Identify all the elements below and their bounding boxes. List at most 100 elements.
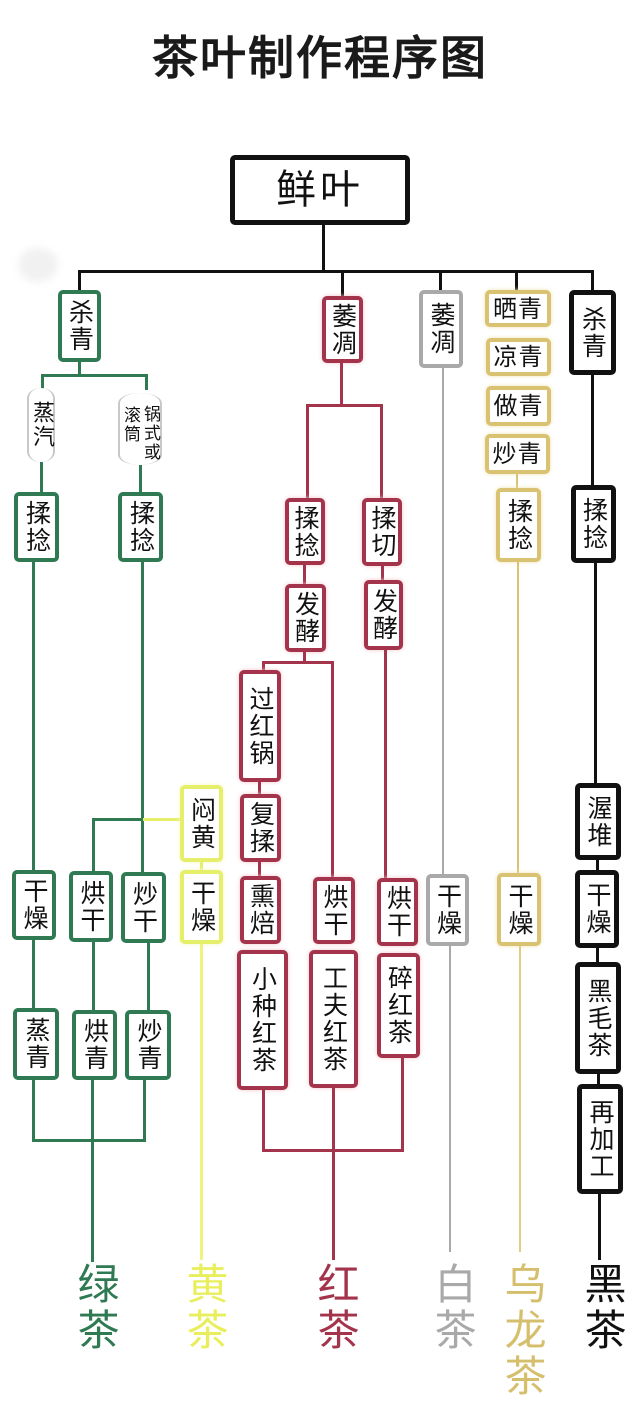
- step-label: 烘干: [383, 885, 413, 939]
- step-label: 炒青: [134, 1018, 163, 1072]
- green-chaoqing-box: 炒青: [125, 1010, 171, 1080]
- connector-line: [40, 462, 43, 494]
- yellow-ganzao-box: 干燥: [180, 870, 223, 944]
- connector-line: [200, 862, 203, 872]
- oolong-zuoqing-box: 做青: [486, 386, 551, 426]
- step-label: 烘干: [320, 883, 349, 938]
- step-label: 杀青: [578, 305, 608, 360]
- connector-line: [332, 1088, 335, 1260]
- step-label: 做青: [493, 392, 544, 420]
- pan-or-drum-method-label: 滚筒 锅式或: [118, 393, 162, 465]
- step-label: 萎凋: [427, 302, 456, 356]
- step-label: 晒青: [493, 294, 543, 323]
- step-label: 干燥: [583, 882, 612, 936]
- step-label: 揉捻: [126, 500, 156, 554]
- green-rounian-right-box: 揉捻: [118, 492, 163, 562]
- green-zhengqing-box: 蒸青: [13, 1008, 59, 1080]
- step-label: 再加工: [586, 1098, 615, 1180]
- red-fourou-box: 复揉: [240, 794, 281, 862]
- step-label: 揉捻: [22, 500, 52, 554]
- connector-line: [92, 818, 143, 821]
- connector-line: [449, 946, 451, 1252]
- connector-line: [306, 404, 309, 500]
- connector-line: [200, 944, 203, 1260]
- step-label: 凉青: [493, 343, 544, 371]
- connector-line: [401, 1058, 404, 1152]
- result-red-tea: 红茶: [311, 1262, 360, 1354]
- connector-line: [380, 404, 383, 500]
- step-label: 干燥: [433, 883, 463, 937]
- step-label: 锅式或: [140, 404, 160, 462]
- root-label: 鲜叶: [276, 167, 364, 213]
- red-xunbei-box: 熏焙: [240, 876, 281, 944]
- step-label: 揉切: [368, 505, 397, 559]
- connector-line: [516, 474, 518, 490]
- step-label: 碎红茶: [384, 965, 414, 1046]
- connector-line: [303, 565, 306, 585]
- connector-line: [32, 940, 35, 1010]
- step-label: 炒干: [129, 880, 159, 935]
- result-white-tea: 白茶: [428, 1262, 477, 1354]
- green-rounian-left-box: 揉捻: [14, 492, 59, 562]
- connector-line: [515, 270, 518, 292]
- connector-line: [262, 1090, 265, 1152]
- step-label: 干燥: [505, 882, 534, 937]
- red-honggan-mid-box: 烘干: [313, 877, 355, 944]
- connector-line: [78, 362, 81, 376]
- green-shaqing-box: 杀青: [58, 290, 101, 362]
- root-fresh-leaf-box: 鲜叶: [230, 155, 410, 225]
- step-label: 干燥: [20, 878, 49, 932]
- connector-line: [598, 1194, 601, 1260]
- red-suihong-box: 碎红茶: [377, 953, 420, 1058]
- connector-line: [41, 374, 148, 377]
- connector-line: [340, 363, 343, 406]
- step-label: 渥堆: [584, 794, 613, 849]
- connector-line: [381, 566, 384, 582]
- step-label: 闷黄: [187, 796, 217, 851]
- connector-line: [143, 1080, 146, 1142]
- black-shaqing-box: 杀青: [569, 290, 616, 375]
- red-gongfu-box: 工夫红茶: [309, 950, 358, 1088]
- step-label: 过红锅: [246, 685, 275, 767]
- connector-line: [32, 562, 35, 872]
- connector-line: [92, 818, 95, 873]
- result-yellow-tea: 黄茶: [180, 1262, 229, 1354]
- oolong-liangqing-box: 凉青: [486, 338, 551, 376]
- connector-line: [303, 652, 306, 664]
- connector-line: [384, 650, 387, 880]
- black-wodui-box: 渥堆: [575, 783, 621, 860]
- connector-line: [91, 1080, 94, 1262]
- result-black-tea: 黑茶: [578, 1262, 627, 1354]
- connector-line: [591, 375, 594, 487]
- connector-line: [41, 374, 44, 390]
- step-label: 蒸汽: [29, 401, 54, 449]
- oolong-ganzao-box: 干燥: [497, 873, 541, 946]
- red-fajiao-left-box: 发酵: [285, 584, 326, 652]
- connector-line: [258, 782, 261, 796]
- step-label: 烘干: [77, 879, 106, 934]
- connector-line: [92, 942, 95, 1012]
- connector-line: [262, 661, 265, 673]
- connector-line: [596, 948, 599, 964]
- red-rounian-box: 揉捻: [285, 498, 325, 565]
- step-label: 蒸青: [22, 1017, 51, 1071]
- connector-line: [331, 661, 334, 879]
- connector-line: [517, 562, 519, 875]
- green-hongqing-box: 烘青: [72, 1010, 117, 1080]
- green-chaogan-box: 炒干: [121, 872, 166, 943]
- oolong-chaoqing-box: 炒青: [485, 434, 550, 474]
- white-weidiao-box: 萎凋: [419, 290, 463, 368]
- connector-line: [442, 368, 444, 876]
- oolong-shaiqing-box: 晒青: [485, 290, 551, 327]
- step-label: 烘青: [80, 1018, 110, 1072]
- step-label: 工夫红茶: [319, 965, 349, 1073]
- connector-line: [32, 1080, 35, 1142]
- connector-line: [596, 860, 599, 872]
- black-zaijiagong-box: 再加工: [577, 1084, 623, 1194]
- step-label: 黑毛茶: [584, 977, 613, 1059]
- black-ganzao-box: 干燥: [575, 870, 619, 948]
- steam-method-label: 蒸汽: [27, 388, 55, 462]
- step-label: 干燥: [187, 880, 217, 934]
- connector-line: [591, 270, 594, 292]
